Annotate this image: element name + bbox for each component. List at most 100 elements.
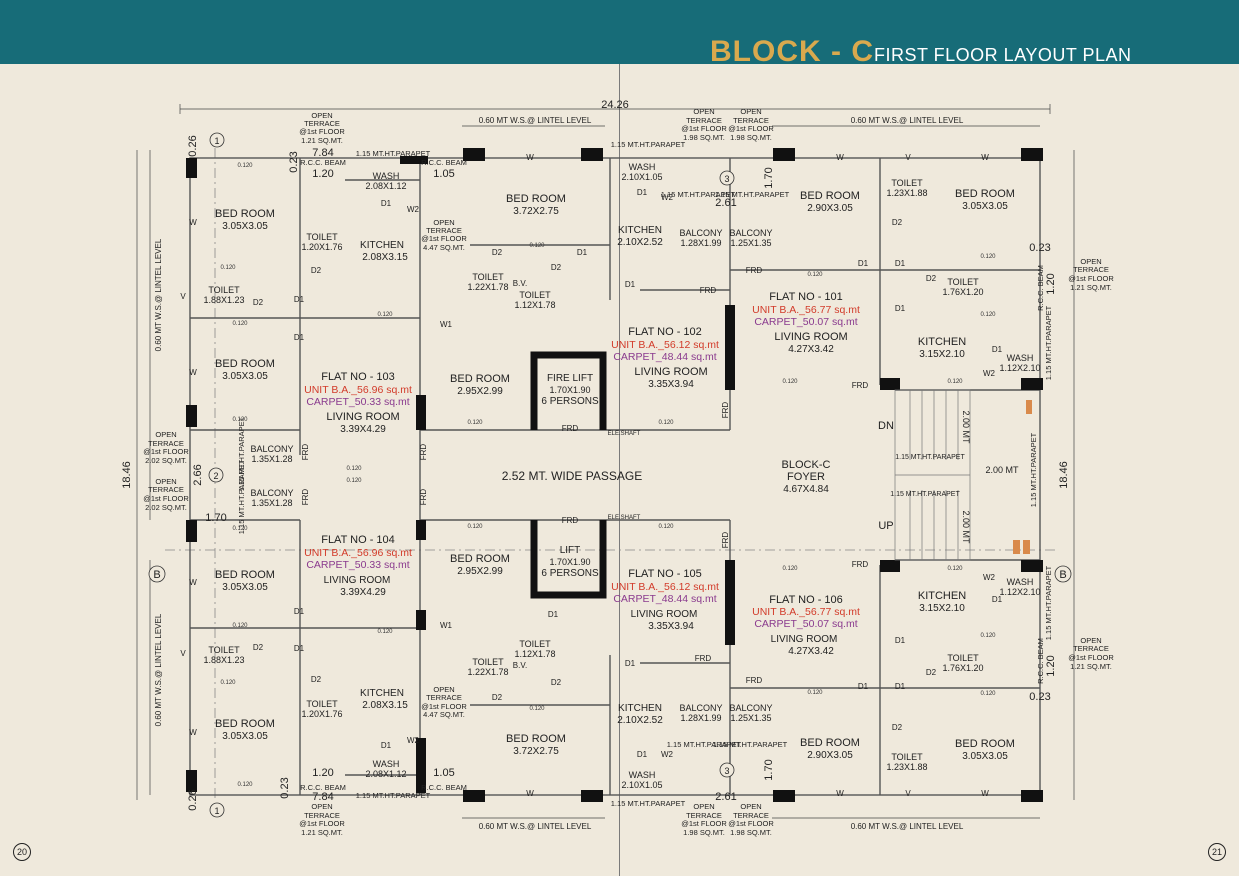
- tag-d2-9: D2: [892, 218, 903, 227]
- overall-depth-right: 18.46: [1058, 461, 1070, 489]
- flat-labels: FLAT NO - 101 UNIT B.A._56.77 sq.mt CARP…: [304, 291, 860, 630]
- balcony-2: BALCONY: [250, 488, 293, 498]
- tag-d2-7: D2: [492, 693, 503, 702]
- living-102-size: 3.35X3.94: [648, 379, 694, 390]
- parapet-10: 1.15 MT.HT.PARAPET: [661, 190, 736, 199]
- toilet-4: TOILET: [306, 699, 338, 709]
- kitchen-105: KITCHEN: [618, 703, 662, 714]
- bed-room-1: BED ROOM: [215, 208, 275, 220]
- lift-persons: 6 PERSONS: [541, 568, 599, 579]
- wt-3: 0.120: [232, 321, 248, 327]
- parapet-9: 1.15 MT.HT.PARAPET: [237, 459, 246, 534]
- terrace-12-a: OPEN: [740, 802, 761, 811]
- axis-1-bottom: 1: [214, 806, 219, 816]
- parapet-13: 1.15 MT.HT.PARAPET: [713, 740, 788, 749]
- toilet-2-size: 1.88X1.23: [203, 655, 244, 665]
- axis-3-bottom: 3: [724, 766, 729, 776]
- flat-103-name: FLAT NO - 103: [321, 371, 395, 383]
- flat-104-name: FLAT NO - 104: [321, 534, 395, 546]
- tag-w-2: W: [189, 368, 197, 377]
- toilet-8: TOILET: [519, 639, 551, 649]
- dim-120-right-top: 1.20: [1045, 273, 1057, 294]
- wash-5-size: 1.12X2.10: [999, 363, 1040, 373]
- dim-023-left-bottom: 0.23: [279, 777, 291, 798]
- tag-d2-10: D2: [926, 274, 937, 283]
- tag-d1-7: D1: [577, 248, 588, 257]
- parapet-labels: 1.15 MT.HT.PARAPET 1.15 MT.HT.PARAPET 1.…: [237, 140, 1053, 808]
- axis-2: 2: [213, 471, 218, 481]
- wt-2: 0.120: [220, 265, 236, 271]
- balcony-5: BALCONY: [679, 703, 722, 713]
- bed-room-1-size: 3.05X3.05: [222, 221, 268, 232]
- tag-w-3: W: [189, 578, 197, 587]
- toilet-10: TOILET: [947, 277, 979, 287]
- tag-frd-7: FRD: [695, 654, 712, 663]
- tag-w2-3: W2: [661, 193, 674, 202]
- terrace-10-d: 1.21 SQ.MT.: [301, 828, 343, 837]
- fire-lift-size: 1.70X1.90: [549, 385, 590, 395]
- tag-d2-2: D2: [253, 643, 264, 652]
- terrace-7-d: 4.47 SQ.MT.: [423, 243, 465, 252]
- wt-20: 0.120: [782, 566, 798, 572]
- wash-3: WASH: [629, 162, 656, 172]
- flat-101-carpet: CARPET_50.07 sq.mt: [754, 316, 857, 328]
- wt-22: 0.120: [947, 566, 963, 572]
- parapet-12: 1.15 MT.HT.PARAPET: [667, 740, 742, 749]
- tag-d2-5: D2: [492, 248, 503, 257]
- lintel-labels: 0.60 MT W.S.@ LINTEL LEVEL 0.60 MT W.S.@…: [154, 116, 964, 831]
- toilet-5: TOILET: [472, 272, 504, 282]
- terrace-5-c: @1st FLOOR: [143, 447, 189, 456]
- toilet-11-size: 1.76X1.20: [942, 663, 983, 673]
- wt-6: 0.120: [232, 623, 248, 629]
- tag-d1-5: D1: [381, 199, 392, 208]
- bed-room-9-size: 2.90X3.05: [807, 203, 853, 214]
- shaft-upper: ELE.SHAFT: [608, 431, 641, 437]
- tag-w2-1: W2: [407, 205, 420, 214]
- bed-room-6: BED ROOM: [506, 733, 566, 745]
- terrace-6-b: TERRACE: [148, 485, 184, 494]
- tag-w-10: W: [981, 789, 989, 798]
- parapet-8: 1.15 MT.HT.PARAPET: [237, 416, 246, 491]
- living-104-size: 3.39X4.29: [340, 587, 386, 598]
- bed-room-10: BED ROOM: [955, 188, 1015, 200]
- flat-106-name: FLAT NO - 106: [769, 594, 843, 606]
- terrace-3-a: OPEN: [740, 107, 761, 116]
- wt-25: 0.120: [980, 254, 996, 260]
- wt-21: 0.120: [947, 379, 963, 385]
- terrace-3-b: TERRACE: [733, 116, 769, 125]
- columns: [186, 148, 1043, 802]
- tag-w2-2: W2: [407, 736, 420, 745]
- parapet-5: 1.15 MT.HT.PARAPET: [1044, 305, 1053, 380]
- terrace-3-c: @1st FLOOR: [728, 124, 774, 133]
- wt-28: 0.120: [980, 691, 996, 697]
- common-area-labels: 2.52 MT. WIDE PASSAGE BLOCK-C FOYER 4.67…: [502, 373, 1019, 579]
- tag-d1-10: D1: [625, 280, 636, 289]
- flat-103-carpet: CARPET_50.33 sq.mt: [306, 396, 409, 408]
- tag-w-5: W: [526, 153, 534, 162]
- lift-size: 1.70X1.90: [549, 557, 590, 567]
- terrace-2-d: 1.98 SQ.MT.: [683, 133, 725, 142]
- terrace-4-d: 1.21 SQ.MT.: [1070, 283, 1112, 292]
- rcc-beam-6: R.C.C. BEAM: [1036, 638, 1045, 684]
- bed-room-12-size: 3.05X3.05: [962, 751, 1008, 762]
- kitchen-104: KITCHEN: [360, 688, 404, 699]
- toilet-5-size: 1.22X1.78: [467, 282, 508, 292]
- terrace-6-c: @1st FLOOR: [143, 494, 189, 503]
- stair-upper-run: 2.00 MT: [961, 410, 971, 444]
- balcony-5-size: 1.28X1.99: [680, 713, 721, 723]
- tag-d1-12: D1: [637, 750, 648, 759]
- dim-026-top: 0.26: [187, 135, 199, 156]
- toilet-11: TOILET: [947, 653, 979, 663]
- living-106-size: 4.27X3.42: [788, 646, 834, 657]
- terrace-8-d: 4.47 SQ.MT.: [423, 710, 465, 719]
- wt-14: 0.120: [467, 524, 483, 530]
- tag-frd-13: FRD: [721, 402, 730, 419]
- bed-room-2-size: 3.05X3.05: [222, 371, 268, 382]
- rcc-beam-2: R.C.C. BEAM: [421, 158, 467, 167]
- room-labels: BED ROOM 3.05X3.05 BED ROOM 3.05X3.05 BE…: [203, 162, 1040, 790]
- tag-frd-14: FRD: [721, 532, 730, 549]
- wt-1: 0.120: [237, 163, 253, 169]
- terrace-9-c: @1st FLOOR: [1068, 653, 1114, 662]
